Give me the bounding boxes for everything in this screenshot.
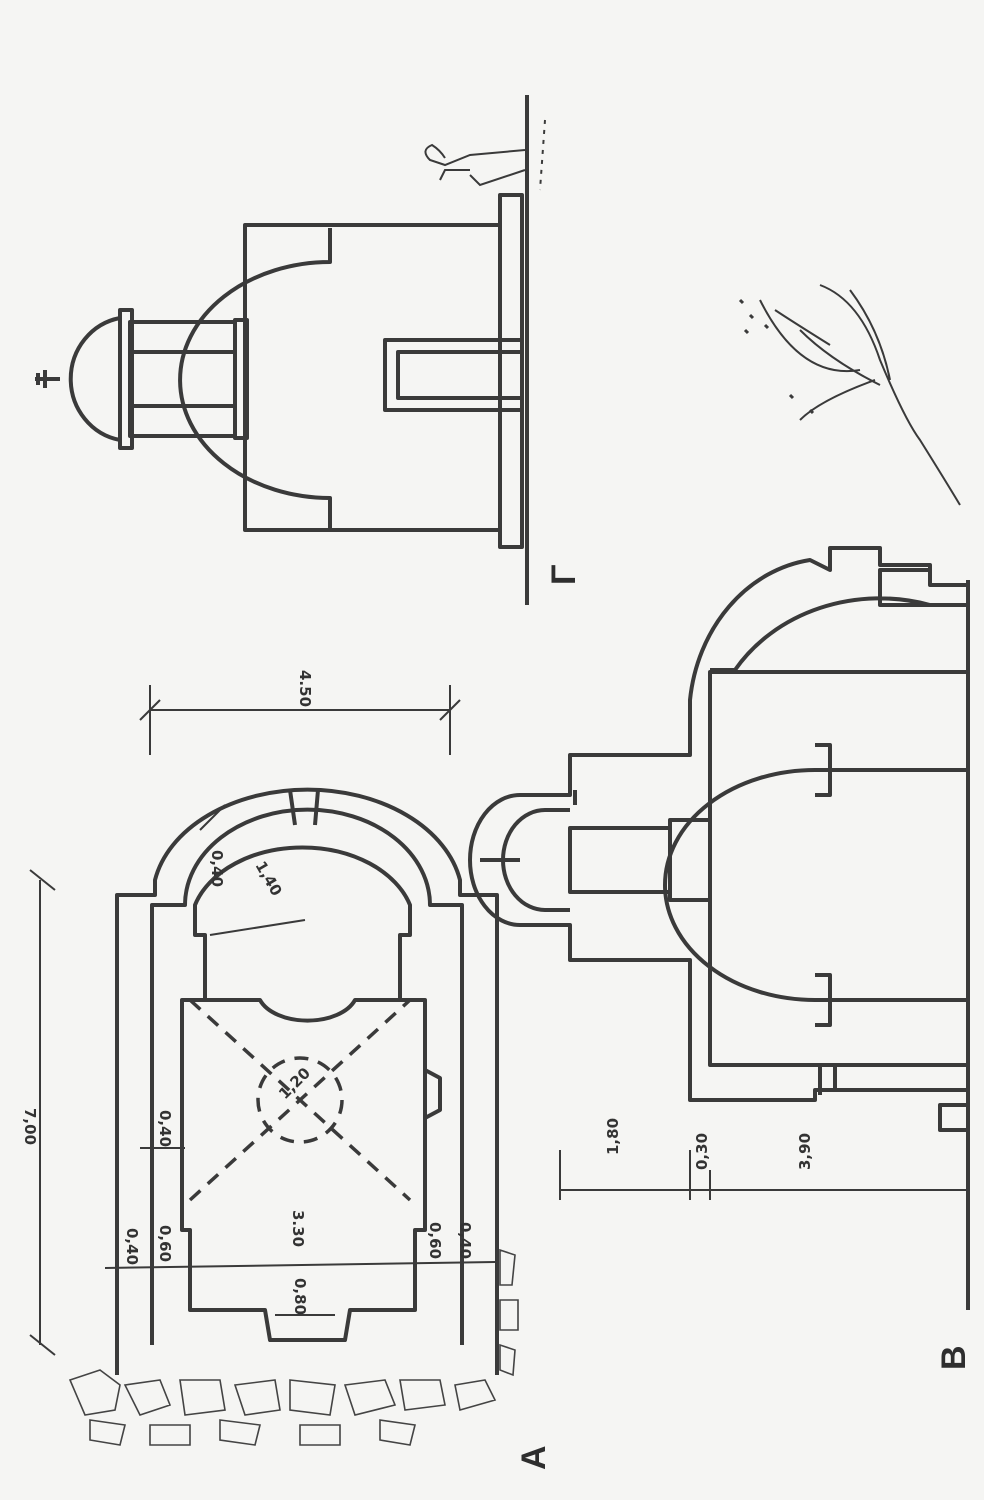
section-outline [468,546,968,1102]
apse-window [288,789,320,826]
apse [193,845,412,1000]
dimension-label: 0,40 [123,1228,141,1265]
drum-cornice [118,308,134,450]
nave [180,998,427,1342]
cross-icon [35,370,60,388]
door [383,338,522,412]
dimension-label: 0,60 [426,1222,444,1259]
impost-blocks [815,743,832,1027]
section-drawing: 1,80 0,30 3,90 B [468,284,973,1370]
dome-circle [256,1056,344,1144]
elevation-label: Γ [545,565,583,585]
side-niche [424,1068,442,1120]
dimension-label: 0,80 [291,1278,309,1315]
dimension-label: 3,90 [796,1133,814,1170]
elevation-width-dimension: 4.50 [139,670,461,755]
vault-diagonal [188,998,412,1202]
dimension-label: 4.50 [296,670,314,707]
dimension-label: 1,80 [604,1118,622,1155]
dimension-label: 1,40 [252,858,286,899]
vault-section [663,670,968,1067]
rock-ground [68,1248,519,1446]
dimension-label: 0,40 [156,1110,174,1147]
dimension-label: 0,60 [156,1225,174,1262]
dimension-label: 7,00 [21,1108,39,1145]
cross-stub [480,790,577,862]
plan-drawing: 7,00 0,40 1,40 0,40 0,40 0,60 3.30 0,60 … [21,787,553,1470]
plinth [498,193,524,549]
drum [128,320,237,438]
dome-section [501,808,710,912]
facade-arch [178,228,332,530]
apse-section [710,568,968,672]
dimension-label: 3.30 [289,1210,307,1247]
human-figure [424,119,546,191]
wall-inner-line [150,807,464,1345]
dimension-label: 0,40 [456,1222,474,1259]
plan-label: A [515,1445,553,1470]
dimension-label: 0,40 [208,850,226,887]
outer-wall [115,787,499,1375]
dome [68,316,121,442]
tree [738,284,961,506]
section-label: B [935,1345,973,1370]
entrance-step [818,1065,970,1132]
elevation-drawing: Γ [35,95,583,605]
dimension-label: 1,20 [275,1064,314,1103]
facade-body [243,223,502,532]
dimension-label: 0,30 [693,1133,711,1170]
